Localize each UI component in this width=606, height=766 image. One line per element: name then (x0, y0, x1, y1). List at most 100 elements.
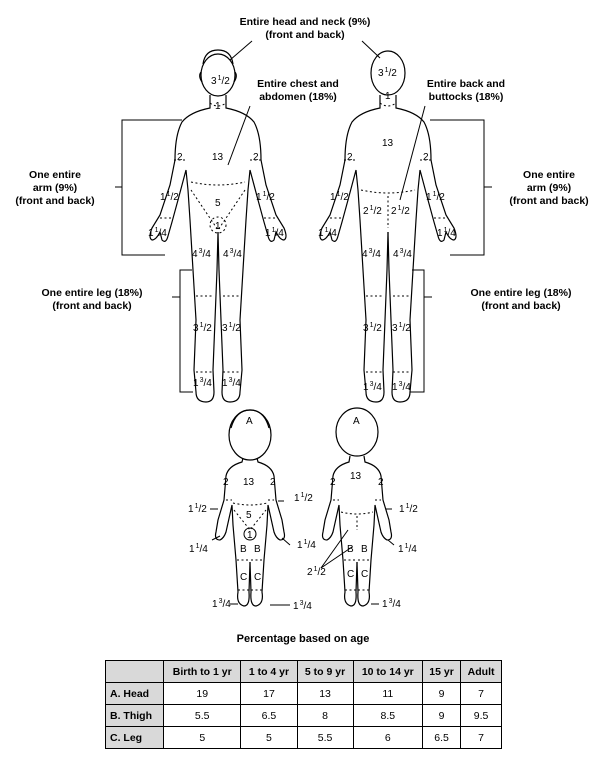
ab-buttock-r: 21/2 (391, 205, 410, 217)
table-cell: 7 (460, 682, 502, 705)
ab-forearm-l: 11/2 (330, 191, 349, 203)
ab-upper-arm-r: 2 (423, 152, 429, 163)
cb-thigh-l: B (347, 544, 354, 555)
ab-hand-r: 11/4 (437, 227, 456, 239)
ab-foot-r: 13/4 (392, 381, 411, 393)
af-forearm-l: 11/2 (160, 191, 179, 203)
cf-leg-r: C (254, 572, 261, 583)
af-foot-r: 13/4 (222, 377, 241, 389)
cf-forearm-l: 11/2 (188, 503, 207, 515)
ab-neck: 1 (385, 91, 391, 102)
table-cell: 6 (352, 726, 423, 749)
table-cell: 9 (421, 682, 462, 705)
table-caption: Percentage based on age (236, 633, 370, 645)
region-labels: Entire head and neck (9%)(front and back… (15, 16, 588, 312)
af-hand-l: 11/4 (148, 227, 167, 239)
af-upper-arm-l: 2 (177, 152, 183, 163)
cf-thigh-r: B (254, 544, 261, 555)
cb-buttocks: 21/2 (307, 566, 326, 578)
ab-forearm-r: 11/2 (426, 191, 445, 203)
af-leg-r: 31/2 (222, 322, 241, 334)
child-back-figure: A 13 2 2 B B C C 11/2 11/4 21/2 13/4 (307, 407, 418, 610)
cf-foot-mid: 13/4 (293, 600, 312, 612)
af-hand-r: 11/4 (265, 227, 284, 239)
table-row: B. Thigh 5.5 6.5 8 8.5 9 9.5 (104, 704, 502, 727)
col-adult: Adult (460, 660, 502, 683)
cf-upper-arm-r: 2 (270, 477, 276, 488)
ab-upper-arm-l: 2 (347, 152, 353, 163)
col-5-9yr: 5 to 9 yr (296, 660, 354, 683)
af-leg-l: 31/2 (193, 322, 212, 334)
cb-foot-r: 13/4 (382, 598, 401, 610)
cf-foot-l: 13/4 (212, 598, 231, 610)
child-front-figure: A 13 2 2 5 1 B B C C 11/2 11/2 11/4 11/4… (188, 409, 316, 612)
table-cell: 6.5 (421, 726, 462, 749)
ab-head: 31/2 (378, 67, 397, 79)
cf-forearm-r: 11/2 (294, 492, 313, 504)
cb-hand-r: 11/4 (398, 543, 417, 555)
col-1-4yr: 1 to 4 yr (240, 660, 298, 683)
table-cell: 8.5 (352, 704, 423, 727)
cb-upper-arm-l: 2 (330, 477, 336, 488)
row-label: C. Leg (104, 726, 165, 749)
ab-trunk: 13 (382, 138, 394, 149)
ab-thigh-l: 43/4 (362, 248, 381, 260)
cf-leg-l: C (240, 572, 247, 583)
table-cell: 5 (163, 726, 242, 749)
table-cell: 13 (296, 682, 354, 705)
af-forearm-r: 11/2 (256, 191, 275, 203)
cb-thigh-r: B (361, 544, 368, 555)
cf-hand-l: 11/4 (189, 543, 208, 555)
adult-back-figure: 31/2 1 13 2 2 11/2 11/2 21/2 21/2 11/4 1… (318, 50, 457, 403)
table-cell: 5 (240, 726, 298, 749)
ab-thigh-r: 43/4 (393, 248, 412, 260)
col-10-14yr: 10 to 14 yr (352, 660, 423, 683)
col-15yr: 15 yr (421, 660, 462, 683)
af-trunk: 13 (212, 152, 224, 163)
label-leg-right: One entire leg (18%)(front and back) (471, 287, 572, 312)
table-cell: 5.5 (296, 726, 354, 749)
cf-upper-arm-l: 2 (223, 477, 229, 488)
cf-hand-r: 11/4 (297, 539, 316, 551)
col-birth-1yr: Birth to 1 yr (163, 660, 242, 683)
table-header-row: Birth to 1 yr 1 to 4 yr 5 to 9 yr 10 to … (104, 660, 502, 683)
cf-abdomen: 5 (246, 510, 252, 521)
table-cell: 19 (163, 682, 242, 705)
cb-trunk: 13 (350, 471, 362, 482)
table-cell: 11 (352, 682, 423, 705)
af-head: 31/2 (211, 75, 230, 87)
af-foot-l: 13/4 (193, 377, 212, 389)
ab-foot-l: 13/4 (363, 381, 382, 393)
age-percentage-table: Birth to 1 yr 1 to 4 yr 5 to 9 yr 10 to … (104, 660, 502, 749)
af-genitals: 1 (215, 221, 221, 232)
ab-buttock-l: 21/2 (363, 205, 382, 217)
af-neck: 1 (215, 101, 221, 112)
table-cell: 9 (421, 704, 462, 727)
table-cell: 9.5 (460, 704, 502, 727)
table-row: A. Head 19 17 13 11 9 7 (104, 682, 502, 705)
row-label: B. Thigh (104, 704, 165, 727)
af-thigh-l: 43/4 (192, 248, 211, 260)
table-cell: 7 (460, 726, 502, 749)
ab-hand-l: 11/4 (318, 227, 337, 239)
adult-leaders (115, 40, 492, 393)
af-abdomen: 5 (215, 198, 221, 209)
table-cell: 6.5 (240, 704, 298, 727)
cb-head: A (353, 416, 360, 427)
row-label: A. Head (104, 682, 165, 705)
cb-upper-arm-r: 2 (378, 477, 384, 488)
adult-front-figure: 31/2 1 13 2 2 11/2 11/2 5 1 11/4 11/4 43… (148, 49, 287, 403)
label-leg-left: One entire leg (18%)(front and back) (42, 287, 143, 312)
label-head-neck: Entire head and neck (9%)(front and back… (240, 16, 371, 41)
cf-trunk: 13 (243, 477, 255, 488)
cf-thigh-l: B (240, 544, 247, 555)
cf-head: A (246, 416, 253, 427)
cf-genitals: 1 (247, 530, 253, 541)
af-thigh-r: 43/4 (223, 248, 242, 260)
cb-leg-l: C (347, 569, 354, 580)
burn-chart-figure: 31/2 1 13 2 2 11/2 11/2 5 1 11/4 11/4 43… (15, 16, 588, 612)
